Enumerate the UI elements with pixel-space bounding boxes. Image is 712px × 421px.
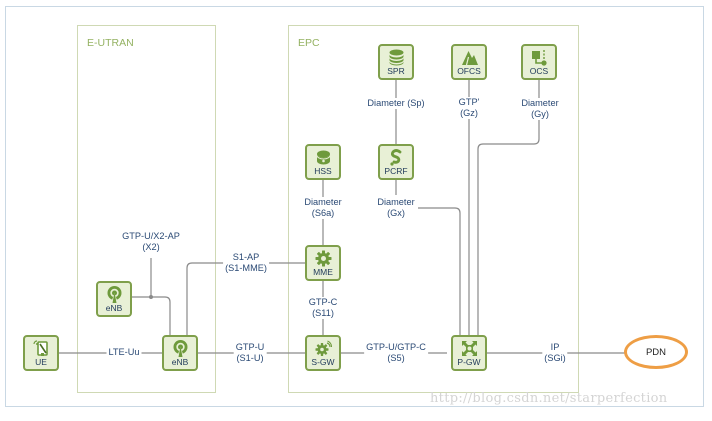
label-s1-mme: S1-AP(S1-MME) [223, 252, 269, 274]
flowchart-icon [532, 50, 547, 66]
policy-icon [390, 149, 402, 166]
label-gy-line2: (Gy) [531, 109, 549, 119]
label-sp-line1: Diameter (Sp) [367, 98, 425, 108]
label-s1-u: GTP-U(S1-U) [233, 342, 267, 364]
node-hss[interactable]: HSS [305, 144, 341, 180]
node-enb-secondary[interactable]: eNB [96, 281, 132, 317]
x2-junction [149, 295, 153, 299]
antenna-icon [107, 286, 122, 303]
e-utran-domain: E-UTRAN [77, 25, 216, 393]
label-sgi: IP(SGi) [542, 342, 568, 364]
diagram-frame [5, 6, 704, 407]
label-lte-uu: LTE-Uu [106, 347, 142, 358]
label-sp: Diameter (Sp) [365, 98, 427, 109]
label-lte-uu-line1: LTE-Uu [108, 347, 140, 357]
label-s6a-line1: Diameter [304, 197, 342, 207]
node-spr-label: SPR [387, 66, 405, 76]
network-hub-icon [462, 341, 477, 356]
node-enb-main[interactable]: eNB [162, 335, 198, 371]
node-enb-secondary-label: eNB [105, 303, 123, 313]
label-s5-line1: GTP-U/GTP-C [366, 342, 426, 352]
label-x2-line2: (X2) [142, 242, 160, 252]
label-s11: GTP-C(S11) [306, 297, 340, 319]
e-utran-title: E-UTRAN [87, 37, 134, 49]
label-s1-mme-line1: S1-AP [232, 252, 260, 262]
node-pcrf-label: PCRF [384, 166, 408, 176]
label-s6a-line2: (S6a) [311, 208, 335, 218]
label-gx: Diameter(Gx) [375, 197, 417, 219]
node-ue-label: UE [35, 357, 47, 367]
link-x2 [132, 296, 171, 335]
label-gy-line1: Diameter [521, 98, 559, 108]
database-stack-icon [389, 49, 404, 66]
label-s5: GTP-U/GTP-C(S5) [364, 342, 428, 364]
node-ue[interactable]: UE [23, 335, 59, 371]
link-gy [477, 80, 540, 335]
watermark: http://blog.csdn.net/starperfection [430, 391, 668, 406]
label-s1-mme-line2: (S1-MME) [225, 263, 267, 273]
link-s1-mme [186, 262, 305, 335]
node-ofcs-label: OFCS [457, 66, 481, 76]
node-pdn-label: PDN [645, 346, 667, 358]
label-s1-u-line1: GTP-U [235, 342, 265, 352]
label-x2: GTP-U/X2-AP(X2) [120, 231, 182, 253]
node-mme[interactable]: MME [305, 245, 341, 281]
gear-signal-icon [315, 340, 332, 356]
label-gz: GTP'(Gz) [456, 97, 482, 119]
node-sgw[interactable]: S-GW [305, 335, 341, 371]
label-s1-u-line2: (S1-U) [236, 353, 264, 363]
mountain-icon [462, 51, 478, 66]
node-pcrf[interactable]: PCRF [378, 144, 414, 180]
node-pgw[interactable]: P-GW [451, 335, 487, 371]
node-pgw-label: P-GW [457, 357, 481, 367]
gear-icon [315, 250, 332, 267]
label-gy: Diameter(Gy) [519, 98, 561, 120]
link-gx [418, 207, 461, 335]
node-enb-main-label: eNB [171, 357, 189, 367]
epc-domain: EPC [288, 25, 579, 393]
node-pdn[interactable]: PDN [624, 335, 688, 369]
node-ofcs[interactable]: OFCS [451, 44, 487, 80]
mobile-device-icon [33, 340, 48, 356]
label-gz-line1: GTP' [458, 97, 480, 107]
label-sgi-line1: IP [550, 342, 560, 352]
node-hss-label: HSS [314, 166, 332, 176]
label-s6a: Diameter(S6a) [302, 197, 344, 219]
label-gx-line1: Diameter [377, 197, 415, 207]
label-sgi-line2: (SGi) [544, 353, 566, 363]
node-sgw-label: S-GW [311, 357, 335, 367]
node-ocs[interactable]: OCS [521, 44, 557, 80]
node-spr[interactable]: SPR [378, 44, 414, 80]
epc-title: EPC [298, 37, 320, 49]
label-s11-line2: (S11) [312, 308, 334, 318]
antenna-icon [173, 340, 188, 357]
node-mme-label: MME [313, 267, 333, 277]
label-s11-line1: GTP-C [308, 297, 338, 307]
database-icon [316, 150, 331, 165]
node-ocs-label: OCS [529, 66, 549, 76]
label-gz-line2: (Gz) [460, 108, 478, 118]
label-gx-line2: (Gx) [387, 208, 405, 218]
label-s5-line2: (S5) [387, 353, 405, 363]
label-x2-line1: GTP-U/X2-AP [122, 231, 180, 241]
